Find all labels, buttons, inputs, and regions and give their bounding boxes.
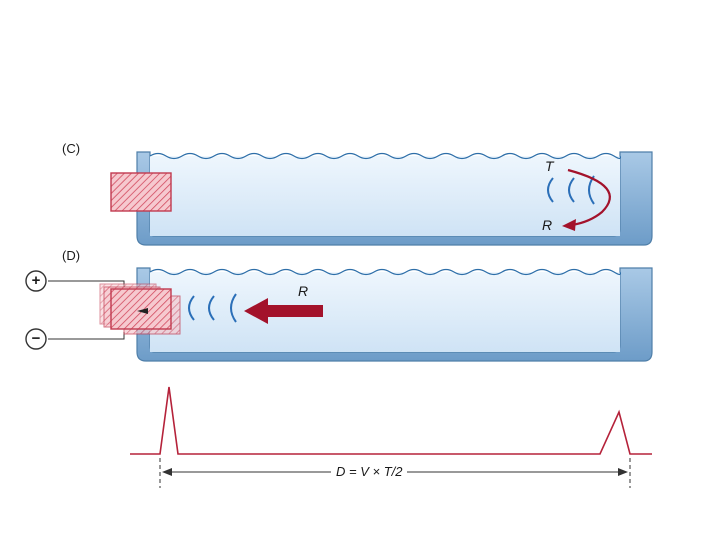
panel-c-label: (C) xyxy=(62,141,81,156)
panel-d-label: (D) xyxy=(62,248,81,263)
echo-label-d: R xyxy=(298,283,309,299)
panel-d-tank xyxy=(136,267,653,362)
incoming-waves-d xyxy=(188,293,237,323)
transducer-d xyxy=(99,283,181,335)
water-surface-d xyxy=(149,268,621,276)
water-surface-c xyxy=(149,152,621,160)
plus-symbol: + xyxy=(31,272,41,289)
return-arrow-c xyxy=(562,168,611,231)
panel-c-tank xyxy=(136,151,653,246)
receive-label-c: R xyxy=(542,217,553,233)
plus-terminal-icon xyxy=(25,270,47,292)
pulse-trace xyxy=(130,386,652,455)
transducer-c xyxy=(110,172,172,212)
echo-arrow-d xyxy=(244,298,323,324)
minus-terminal-icon xyxy=(25,328,47,350)
transmit-label-c: T xyxy=(545,158,554,174)
distance-formula: D = V × T/2 xyxy=(331,464,408,479)
minus-symbol: − xyxy=(31,330,41,347)
